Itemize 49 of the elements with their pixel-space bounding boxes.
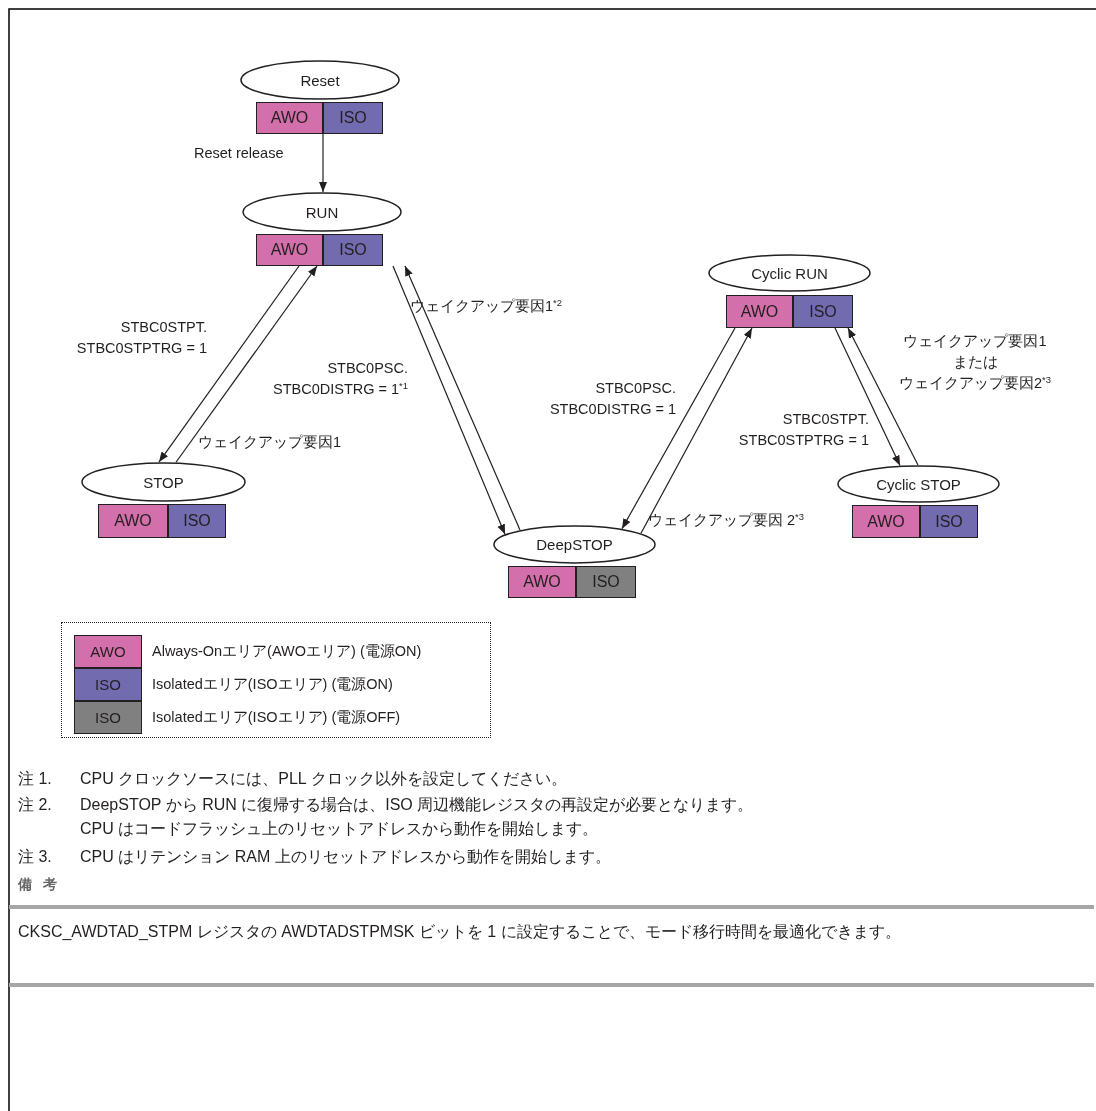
note-text: DeepSTOP から RUN に復帰する場合は、ISO 周辺機能レジスタの再設定が必要となります。 (80, 795, 754, 815)
legend-swatch: ISO (74, 701, 142, 734)
legend-swatch: ISO (74, 668, 142, 701)
arrow (834, 327, 901, 467)
arrow (175, 265, 318, 463)
edge-label: Reset release (194, 144, 284, 163)
edge-label: STBC0PSC. STBC0DISTRG = 1 (549, 379, 676, 419)
legend-text: Always-Onエリア(AWOエリア) (電源ON) (152, 642, 422, 661)
area-box: AWO (852, 505, 920, 538)
area-box: AWO (256, 102, 323, 134)
remark-text: CKSC_AWDTAD_STPM レジスタの AWDTADSTPMSK ビットを 1 に設定することで、モード移行時間を最適化できます。 (18, 922, 902, 942)
legend-text: Isolatedエリア(ISOエリア) (電源OFF) (152, 708, 401, 727)
remark-heading: 備考 (18, 876, 69, 894)
arrow (621, 327, 736, 530)
state-ellipse: Cyclic RUN (708, 254, 871, 292)
edge-label: STBC0STPT. STBC0STPTRG = 1 (738, 410, 869, 450)
arrow (392, 265, 506, 535)
arrow (319, 133, 327, 193)
area-box: AWO (726, 295, 793, 328)
note-text: CPU はリテンション RAM 上のリセットアドレスから動作を開始します。 (80, 847, 611, 867)
area-box: AWO (256, 234, 323, 266)
legend-text: Isolatedエリア(ISOエリア) (電源ON) (152, 675, 393, 694)
state-ellipse: RUN (242, 192, 402, 232)
note-number: 注 1. (18, 769, 52, 789)
area-box: ISO (323, 234, 383, 266)
edge-label: ウェイクアップ要因1 (198, 433, 342, 452)
note-text: CPU クロックソースには、PLL クロック以外を設定してください。 (80, 769, 567, 789)
legend-swatch: AWO (74, 635, 142, 668)
arrow (404, 265, 521, 531)
arrow (158, 265, 300, 463)
note-number: 注 2. (18, 795, 52, 815)
area-box: AWO (508, 566, 576, 598)
edge-label: ウェイクアップ要因1またはウェイクアップ要因2$^{*3}$ (898, 332, 1052, 393)
area-box: ISO (793, 295, 853, 328)
edge-label: ウェイクアップ要因1$^{*2}$ (410, 296, 562, 316)
note-number: 注 3. (18, 847, 52, 867)
arrow (640, 327, 753, 534)
state-ellipse: STOP (81, 462, 246, 502)
state-ellipse: Reset (240, 60, 400, 100)
edge-label: STBC0STPT. STBC0STPTRG = 1 (76, 318, 207, 358)
area-box: ISO (323, 102, 383, 134)
arrow (847, 327, 919, 466)
area-box: AWO (98, 504, 168, 538)
area-box: ISO (576, 566, 636, 598)
area-box: ISO (920, 505, 978, 538)
note-text: CPU はコードフラッシュ上のリセットアドレスから動作を開始します。 (80, 819, 599, 839)
area-box: ISO (168, 504, 226, 538)
edge-label: STBC0PSC. STBC0DISTRG = 1$^{*1}$ (273, 359, 408, 399)
state-ellipse: Cyclic STOP (837, 465, 1000, 503)
